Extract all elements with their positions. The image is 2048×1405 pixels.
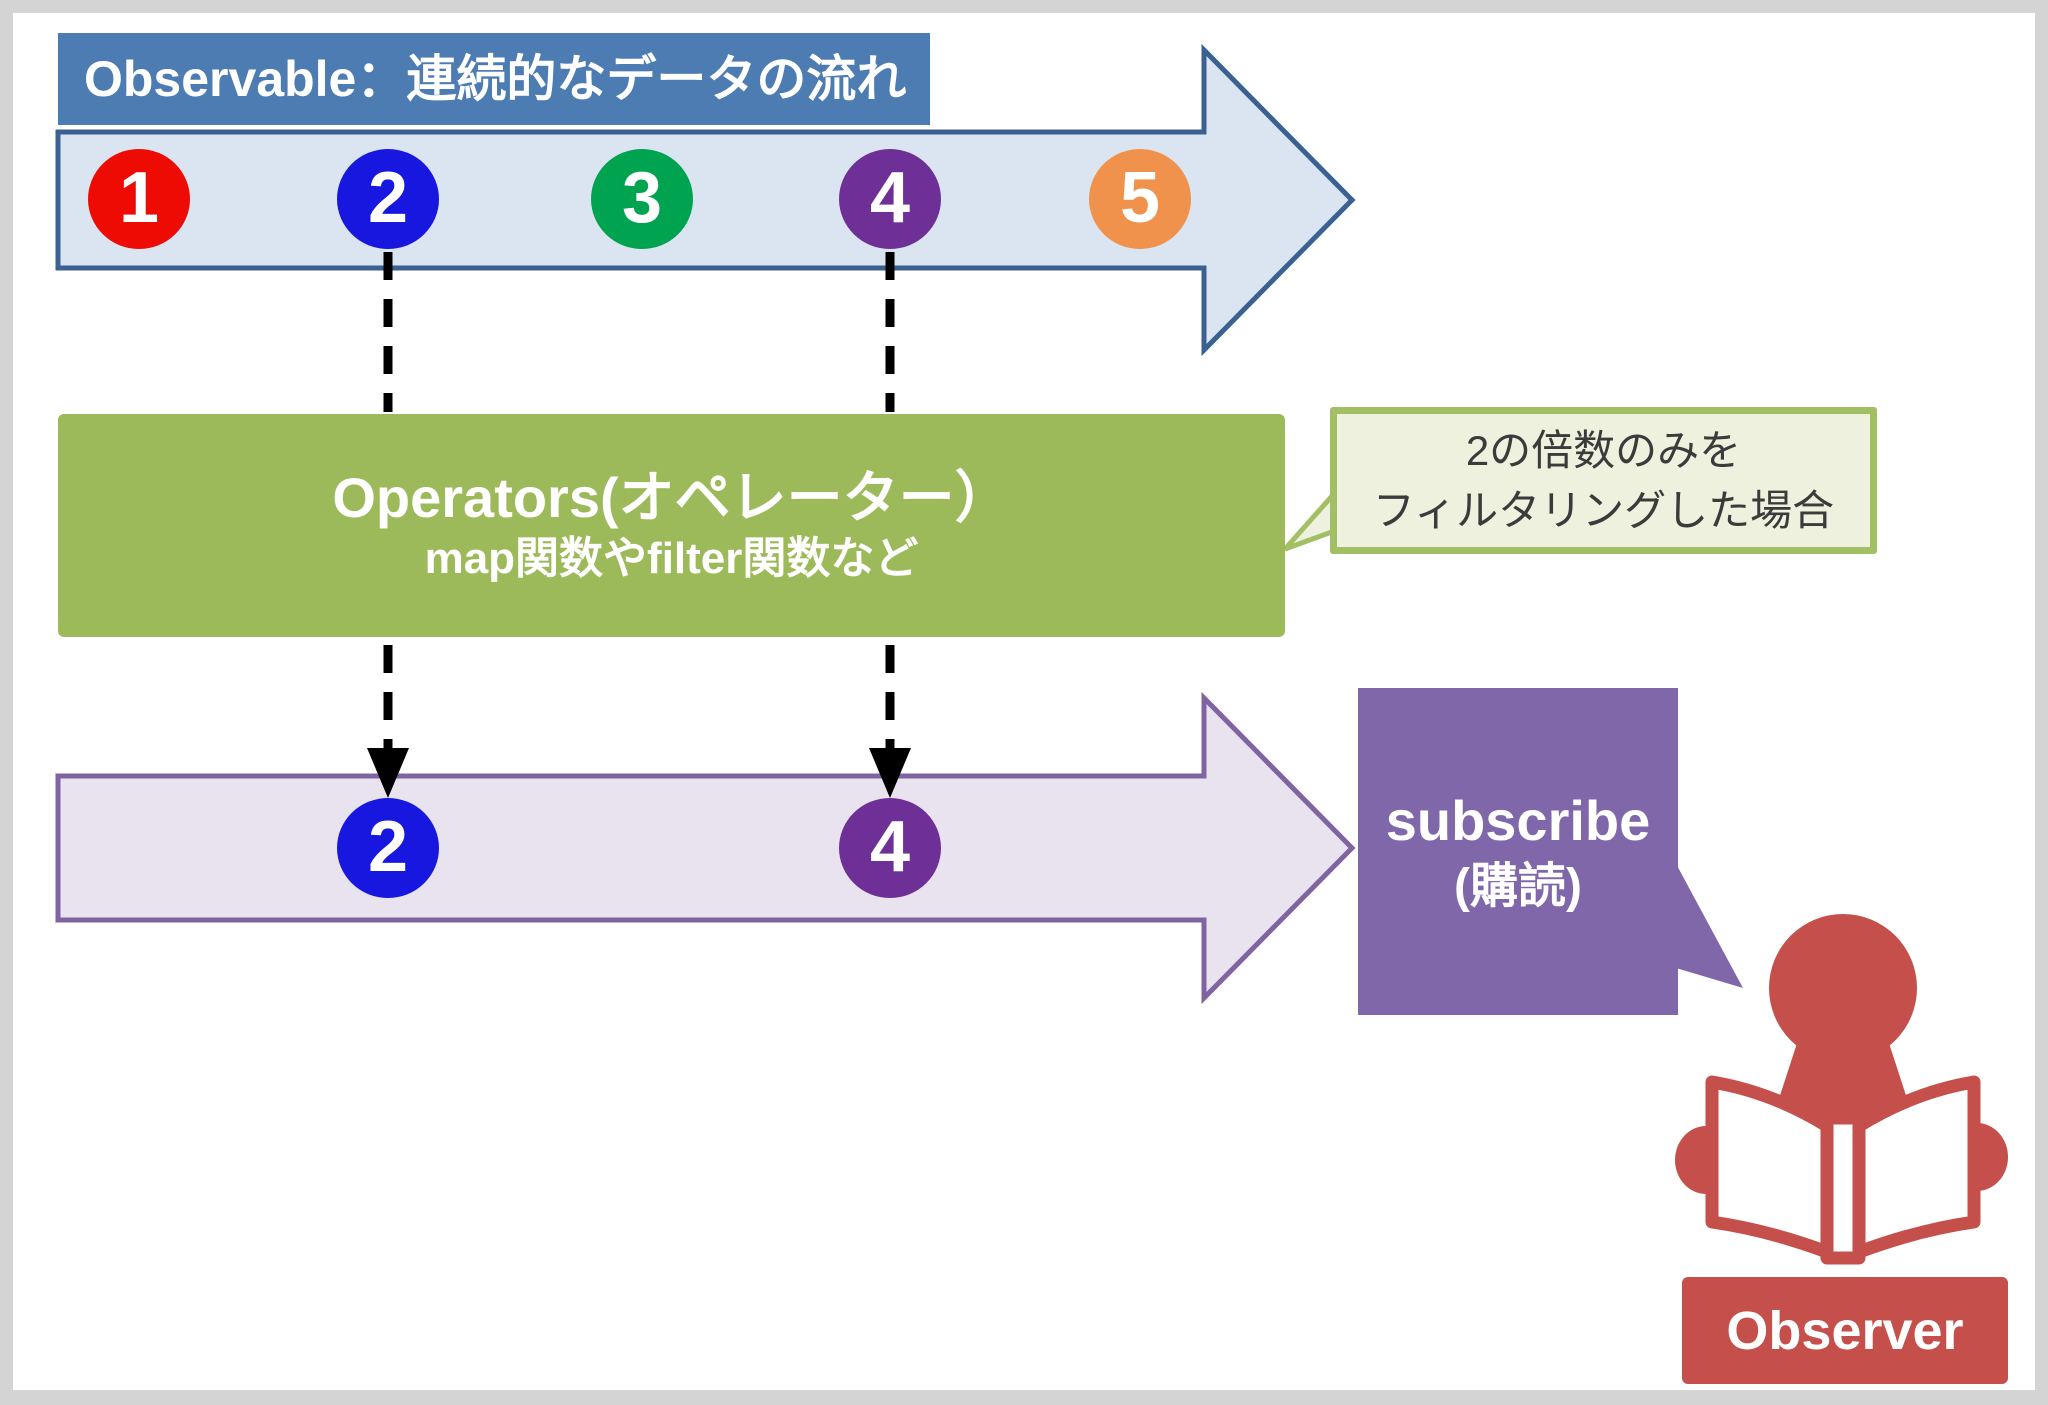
subscribe-bubble-tail xyxy=(1674,860,1743,988)
operators-subtitle: map関数やfilter関数など xyxy=(424,533,919,583)
filter-note-line2: フィルタリングした場合 xyxy=(1372,486,1835,534)
stream-ball-2: 2 xyxy=(337,798,439,898)
person-reading-book-icon xyxy=(1675,914,2008,1265)
operators-title: Operators(オペレーター） xyxy=(332,465,1011,529)
operators-box: Operators(オペレーター） map関数やfilter関数など xyxy=(58,414,1285,637)
arrowhead-4 xyxy=(869,748,911,798)
observable-stream-arrow xyxy=(55,43,1356,357)
observable-title: Observable：連続的なデータの流れ xyxy=(58,33,930,125)
observer-label: Observer xyxy=(1682,1277,2008,1384)
stream-ball-2: 2 xyxy=(337,149,439,249)
stream-ball-5: 5 xyxy=(1089,149,1191,249)
filter-note-bubble: 2の倍数のみを フィルタリングした場合 xyxy=(1330,407,1877,554)
subscribe-subtitle: (購読) xyxy=(1454,859,1582,913)
stream-ball-3: 3 xyxy=(591,149,693,249)
stream-ball-4: 4 xyxy=(839,798,941,898)
stream-ball-4: 4 xyxy=(839,149,941,249)
filter-note-line1: 2の倍数のみを xyxy=(1465,426,1742,474)
filtered-stream-arrow xyxy=(55,691,1356,1005)
subscribe-title: subscribe xyxy=(1385,788,1651,852)
arrowhead-2 xyxy=(367,748,409,798)
stream-ball-1: 1 xyxy=(88,149,190,249)
subscribe-box: subscribe (購読) xyxy=(1358,688,1678,1015)
